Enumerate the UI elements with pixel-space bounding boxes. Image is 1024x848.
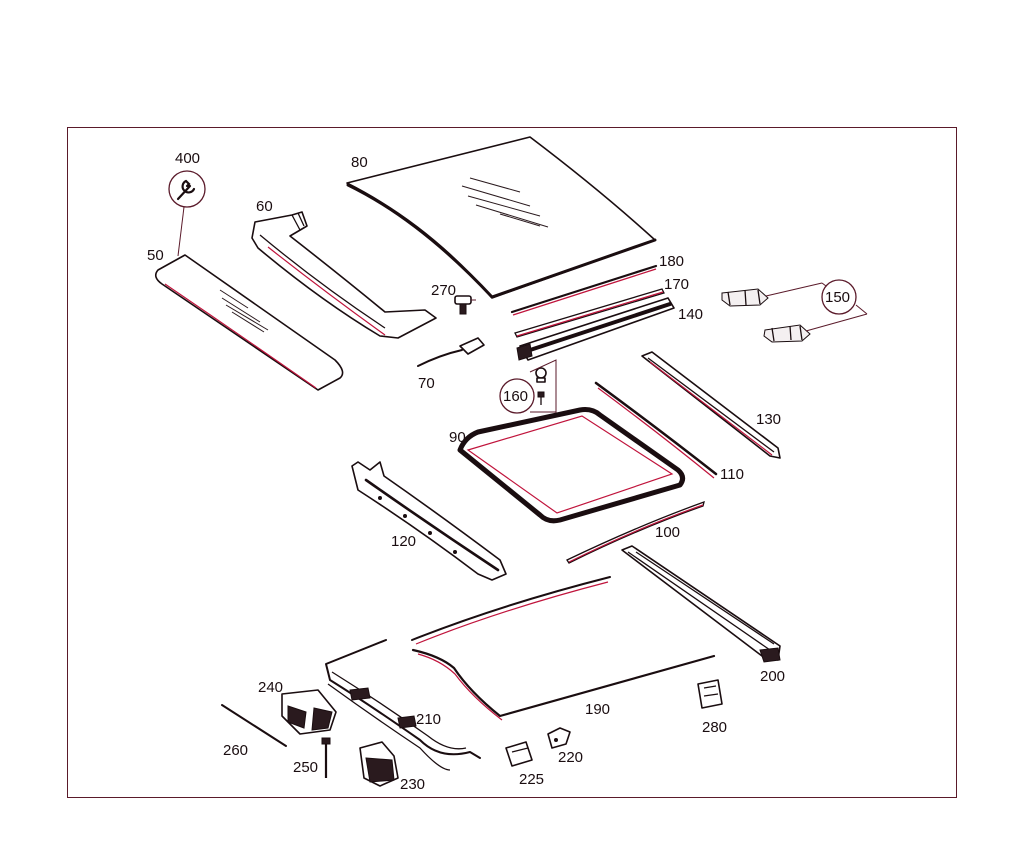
part-270-screw[interactable] xyxy=(454,295,476,315)
part-220-bracket[interactable] xyxy=(547,727,571,749)
part-250-bolt[interactable] xyxy=(321,737,331,778)
part-50-rear-glass[interactable] xyxy=(154,254,344,391)
part-260-rod[interactable] xyxy=(221,704,287,747)
callout-270[interactable]: 270 xyxy=(431,282,456,299)
callout-220[interactable]: 220 xyxy=(558,749,583,766)
part-150-hinge-brackets[interactable] xyxy=(721,279,868,343)
callout-70[interactable]: 70 xyxy=(418,375,435,392)
part-110-side-strip[interactable] xyxy=(594,381,718,479)
part-225-clip[interactable] xyxy=(505,741,533,767)
part-190-roof-seal[interactable] xyxy=(411,576,716,721)
callout-230[interactable]: 230 xyxy=(400,776,425,793)
callout-190[interactable]: 190 xyxy=(585,701,610,718)
callout-160[interactable]: 160 xyxy=(503,388,528,405)
callout-90[interactable]: 90 xyxy=(449,429,466,446)
callout-100[interactable]: 100 xyxy=(655,524,680,541)
wrench-icon[interactable] xyxy=(168,170,206,208)
callout-50[interactable]: 50 xyxy=(147,247,164,264)
diagram-frame xyxy=(67,127,957,798)
part-200-guide-rail[interactable] xyxy=(621,545,781,663)
part-130-side-rail[interactable] xyxy=(641,351,781,459)
callout-170[interactable]: 170 xyxy=(664,276,689,293)
leader-line xyxy=(177,206,185,257)
callout-120[interactable]: 120 xyxy=(391,533,416,550)
callout-240[interactable]: 240 xyxy=(258,679,283,696)
callout-280[interactable]: 280 xyxy=(702,719,727,736)
callout-180[interactable]: 180 xyxy=(659,253,684,270)
part-140-front-rail[interactable] xyxy=(516,297,675,361)
callout-130[interactable]: 130 xyxy=(756,411,781,428)
callout-60[interactable]: 60 xyxy=(256,198,273,215)
part-120-side-frame[interactable] xyxy=(351,461,507,581)
part-160-fasteners[interactable] xyxy=(499,359,557,414)
part-80-glass-roof[interactable] xyxy=(346,136,657,299)
callout-260[interactable]: 260 xyxy=(223,742,248,759)
part-90-seal-ring[interactable] xyxy=(457,407,686,524)
part-280-control-module[interactable] xyxy=(697,679,723,709)
part-100-lower-strip[interactable] xyxy=(566,500,705,564)
part-180-seal-strip[interactable] xyxy=(510,264,658,316)
part-70-cable[interactable] xyxy=(417,337,485,367)
callout-225[interactable]: 225 xyxy=(519,771,544,788)
part-210-cable-set[interactable] xyxy=(325,639,481,771)
part-240-motor[interactable] xyxy=(281,689,337,735)
callout-210[interactable]: 210 xyxy=(416,711,441,728)
callout-80[interactable]: 80 xyxy=(351,154,368,171)
callout-200[interactable]: 200 xyxy=(760,668,785,685)
part-60-frame[interactable] xyxy=(251,211,437,339)
callout-250[interactable]: 250 xyxy=(293,759,318,776)
part-170-trim-strip[interactable] xyxy=(514,288,665,338)
callout-150[interactable]: 150 xyxy=(825,289,850,306)
callout-110[interactable]: 110 xyxy=(720,466,744,483)
part-230-motor-unit[interactable] xyxy=(359,741,399,787)
callout-400[interactable]: 400 xyxy=(175,150,200,167)
callout-140[interactable]: 140 xyxy=(678,306,703,323)
